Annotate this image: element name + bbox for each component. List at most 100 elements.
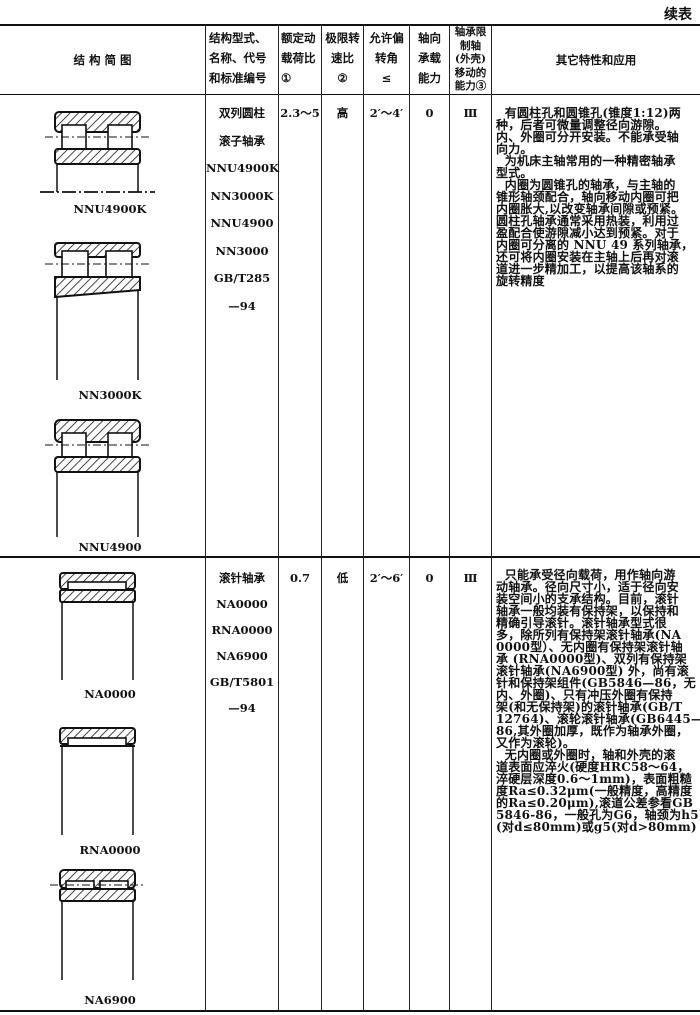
type-line: 滚针轴承 — [219, 571, 265, 585]
page-heading: 续表 — [664, 7, 692, 23]
header-line: (外壳) — [455, 53, 486, 65]
header-axial-move: 轴承限 制轴 (外壳) 移动的 能力③ — [450, 26, 491, 94]
text-line: 旋转精度 — [496, 274, 545, 288]
text-line: 内圈胀大,以改变轴承间隙或预紧。 — [496, 202, 684, 216]
text-line: 针和保持架组件(GB5846—86，无 — [496, 676, 696, 690]
header-other: 其它特性和应用 — [555, 53, 637, 67]
text-line: 多，除所列有保持架滚针轴承(NA — [496, 628, 682, 642]
type-line: NA0000 — [216, 597, 268, 611]
header-line: 和标准编号 — [209, 71, 267, 85]
text-line: 架(和无保持架)的滚针轴承(GB/T — [496, 700, 683, 714]
header-line: 允许偏 — [369, 31, 404, 45]
type-line: —94 — [228, 701, 256, 715]
col-divider — [491, 26, 492, 1010]
bearing-diagram-na6900 — [50, 869, 145, 980]
text-line: 内、外圈)、只有冲压外圈有保持 — [496, 688, 673, 702]
text-line: 锥形轴颈配合，轴向移动内圈可把 — [496, 190, 680, 204]
figure-label: NNU4900 — [78, 540, 142, 554]
header-load-ratio: 额定动 载荷比 ① — [279, 28, 321, 88]
type-line: RNA0000 — [211, 623, 273, 637]
header-line: 能力 — [418, 71, 441, 85]
speed-ratio: 低 — [336, 571, 349, 585]
text-line: 内圈可分离的 NNU 49 系列轴承， — [496, 238, 694, 252]
type-line: NN3000K — [210, 188, 274, 203]
bearing-diagram-na0000 — [59, 572, 136, 680]
header-line: 额定动 — [281, 31, 316, 45]
bearing-diagram-nnu4900k — [40, 111, 155, 193]
col-divider — [363, 26, 364, 1010]
bearing-type: 双列圆柱 滚子轴承 NNU4900K NN3000K NNU4900 NN300… — [206, 100, 280, 320]
speed-ratio: 高 — [336, 106, 349, 120]
misalign-angle: 2′～6′ — [369, 571, 404, 585]
header-line: ≤ — [381, 71, 392, 85]
text-line: 86,其外圈加厚，既作为轴承外圈， — [496, 724, 689, 738]
header-misalign: 允许偏 转角 ≤ — [364, 28, 409, 88]
text-line: 度Ra≤0.32μm(一般精度，高精度 — [496, 784, 693, 798]
type-line: NNU4900 — [210, 216, 274, 230]
axial-capacity: 0 — [425, 571, 434, 585]
col-divider — [278, 26, 279, 1010]
header-type: 结构型式、 名称、代号 和标准编号 — [206, 28, 278, 88]
header-line: ② — [337, 71, 348, 85]
type-line: NN3000 — [215, 243, 269, 258]
text-line: 道进一步精加工，以提高该轴系的 — [496, 262, 680, 276]
type-line: 双列圆柱 — [219, 106, 265, 120]
bearing-diagram-rna0000 — [59, 727, 136, 835]
text-line: 道表面应淬火(硬度HRC58～64， — [496, 760, 690, 774]
text-line: 内、外圈可分开安装。不能承受轴 — [496, 130, 680, 144]
text-line: 只能承受径向载荷，用作轴向游 — [496, 568, 676, 582]
text-line: 滚针轴承(NA6900型) 外，尚有滚 — [496, 664, 690, 678]
header-line: 制轴 — [460, 39, 481, 52]
table-bottom-rule — [0, 1010, 700, 1012]
figure-label: NNU4900K — [73, 202, 147, 216]
text-line: 承 (RNA0000型)、双列有保持架 — [496, 652, 687, 666]
header-line: 载荷比 — [281, 51, 316, 65]
type-line: GB/T285 — [213, 271, 271, 285]
text-line: 轴承一般均装有保持架，以保持和 — [496, 604, 680, 618]
misalign-angle: 2′～4′ — [369, 106, 404, 120]
text-line: 无内圈或外圈时，轴和外壳的滚 — [496, 748, 676, 762]
col-divider — [205, 26, 206, 1010]
axial-move-capacity: Ⅲ — [463, 106, 478, 120]
load-ratio: 0.7 — [289, 571, 310, 585]
type-line: NA6900 — [216, 649, 268, 663]
axial-move-capacity: Ⅲ — [463, 571, 478, 585]
bearing-diagram-nn3000k — [45, 242, 150, 380]
bearing-type: 滚针轴承 NA0000 RNA0000 NA6900 GB/T5801 —94 — [206, 565, 278, 721]
header-line: 结构型式、 — [209, 31, 267, 45]
text-line: 内圈为圆锥孔的轴承，与主轴的 — [496, 178, 676, 192]
figure-label: NN3000K — [78, 388, 142, 402]
header-diagram: 结 构 简 图 — [73, 53, 132, 67]
text-line: 淬硬层深度0.6～1mm)，表面粗糙 — [496, 772, 692, 786]
header-line: 轴承限 — [454, 26, 487, 38]
type-line: NNU4900K — [206, 161, 280, 175]
bearing-diagram-nnu4900 — [45, 419, 150, 537]
type-line: 滚子轴承 — [219, 133, 265, 148]
header-speed-ratio: 极限转 速比 ② — [322, 28, 363, 88]
text-line: 0000型）、无内圈有保持架滚针轴 — [496, 640, 683, 654]
header-line: 轴向 — [418, 31, 441, 45]
header-line: 能力③ — [454, 80, 487, 92]
figure-label: NA6900 — [84, 993, 136, 1007]
row-divider — [0, 556, 700, 558]
type-line: —94 — [228, 298, 256, 313]
header-line: ① — [281, 71, 292, 85]
header-line: 名称、代号 — [209, 51, 267, 65]
header-line: 极限转 — [325, 31, 360, 45]
header-bottom-rule — [0, 94, 700, 95]
text-line: 的Ra≤0.20μm),滚道公差参看GB — [496, 796, 694, 810]
text-line: 5846-86，一般孔为G6，轴颈为h5 — [496, 808, 699, 822]
text-line: 圆柱孔轴承通常采用热装，利用过 — [496, 214, 680, 228]
text-line: 为机床主轴常用的一种精密轴承 — [496, 154, 676, 168]
figure-label: RNA0000 — [79, 843, 141, 857]
header-axial: 轴向 承载 能力 — [410, 28, 449, 88]
header-line: 转角 — [375, 51, 398, 65]
load-ratio: 2.3～5 — [280, 106, 320, 120]
header-line: 移动的 — [454, 66, 487, 79]
text-line: 12764)、滚轮滚针轴承(GB6445— — [496, 712, 700, 726]
text-line: (对d≤80mm)或g5(对d>80mm) — [496, 820, 697, 834]
col-divider — [409, 26, 410, 1010]
header-line: 速比 — [331, 51, 354, 65]
header-line: 承载 — [418, 51, 441, 65]
axial-capacity: 0 — [425, 106, 434, 120]
